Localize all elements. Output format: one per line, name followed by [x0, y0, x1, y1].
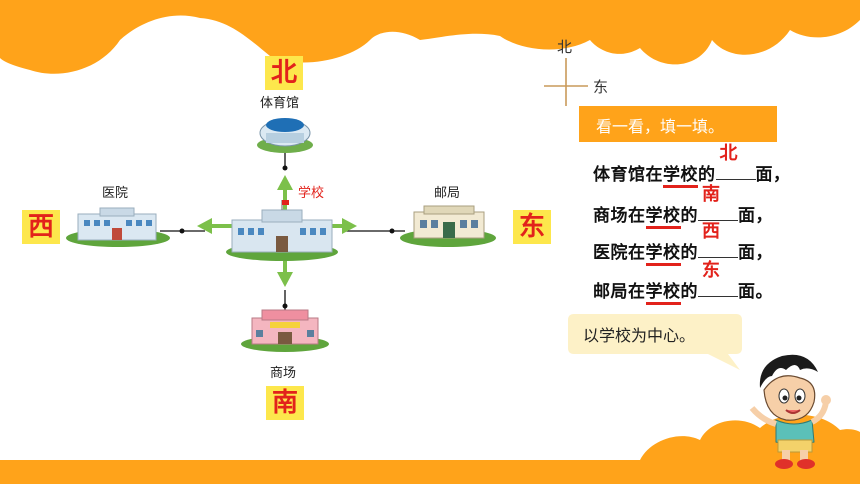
south-label: 南	[271, 388, 298, 418]
market-label: 商场	[270, 366, 297, 381]
task-banner-text: 看一看，填一填。	[596, 117, 725, 136]
south-box: 南	[266, 386, 304, 420]
answer-gym: 北	[719, 143, 738, 164]
answer-post-office: 东	[702, 260, 721, 281]
dot-south	[282, 303, 288, 309]
sentence-post-office: 邮局在学校的东面。	[593, 260, 773, 305]
answer-hospital: 西	[702, 221, 721, 242]
compass-north-label: 北	[557, 38, 573, 56]
school-label: 学校	[298, 186, 325, 201]
post-office-label: 邮局	[434, 186, 461, 201]
speech-bubble-text: 以学校为中心。	[583, 326, 696, 345]
dot-north	[282, 165, 288, 171]
bottom-banner	[0, 414, 860, 484]
blank-hospital[interactable]: 西	[698, 221, 738, 258]
blank-gym[interactable]: 北	[715, 143, 756, 180]
dot-west	[179, 228, 185, 234]
compass-east-label: 东	[593, 78, 609, 96]
north-label: 北	[270, 58, 297, 88]
compass-cross	[544, 58, 588, 106]
east-box: 东	[513, 210, 551, 244]
answer-market: 南	[702, 184, 721, 205]
sentence-gym: 体育馆在学校的北面，	[593, 143, 791, 188]
top-cloud-banner	[0, 0, 860, 74]
gym-label: 体育馆	[260, 96, 300, 111]
school-building	[226, 200, 338, 261]
market-building	[241, 309, 329, 352]
cartoon-boy	[749, 354, 831, 469]
gym-building	[257, 118, 313, 153]
sentence-hospital: 医院在学校的西面，	[593, 221, 773, 266]
task-banner	[579, 106, 777, 142]
dot-east	[389, 228, 395, 234]
north-box: 北	[265, 56, 303, 90]
west-box: 西	[22, 210, 60, 244]
post-office-building	[400, 205, 496, 247]
west-label: 西	[27, 212, 54, 242]
speech-bubble-shape	[568, 314, 742, 370]
blank-market[interactable]: 南	[698, 184, 738, 221]
east-label: 东	[518, 212, 545, 242]
blank-post-office[interactable]: 东	[698, 260, 738, 297]
hospital-building	[66, 207, 170, 247]
hospital-label: 医院	[102, 186, 129, 201]
sentence-market: 商场在学校的南面，	[593, 184, 773, 229]
